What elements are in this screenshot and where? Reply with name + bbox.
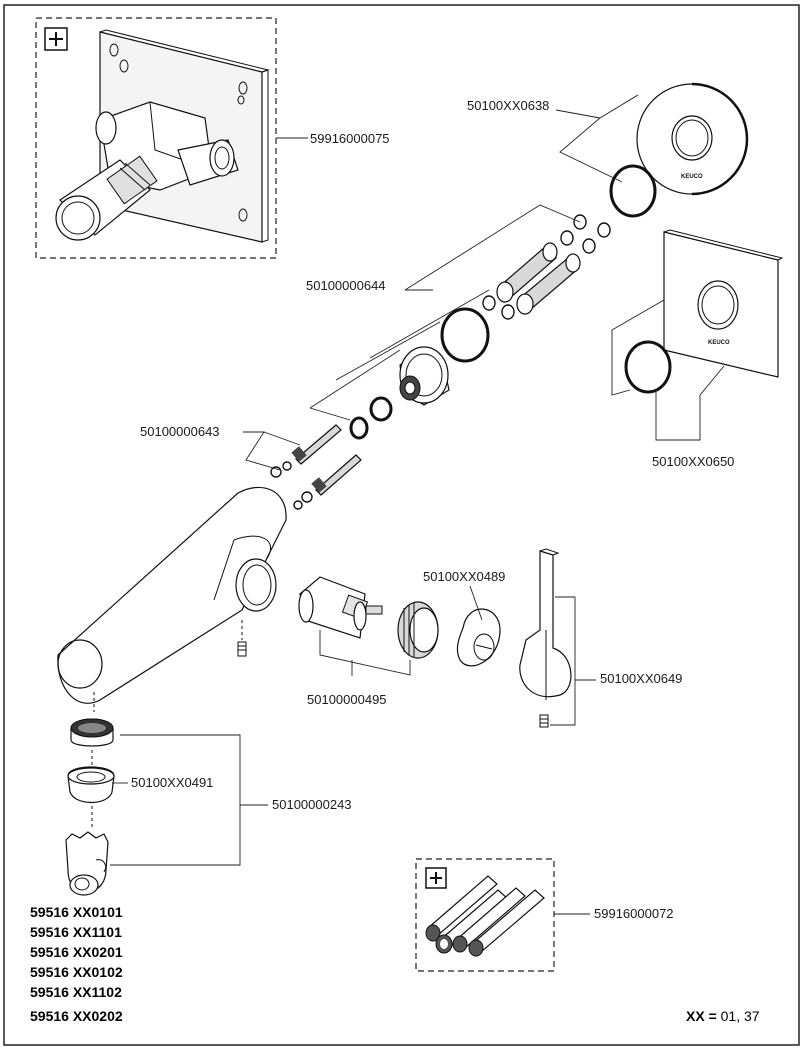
keuco-logo-text: KEUCO: [681, 174, 703, 180]
part-number-label: 50100XX0638: [467, 98, 549, 113]
cover-cap-group: 50100XX0489: [423, 569, 505, 667]
leader-line: [110, 734, 241, 866]
part-number-label: 50100000643: [140, 424, 220, 439]
model-number: 59516 XX0102: [30, 964, 123, 980]
spindle-set-group: 50100000643: [140, 424, 362, 510]
grub-screw: [237, 641, 247, 657]
aerator-set-group: 50100XX0491 50100000243: [65, 718, 352, 896]
plus-box-icon: [425, 867, 447, 889]
model-number: 59516 XX1102: [30, 984, 122, 1000]
model-number: 59516 XX0202: [30, 1008, 123, 1024]
leader-line: [559, 94, 639, 183]
model-number: 59516 XX0101: [30, 904, 123, 920]
rosette-square-group: KEUCO 50100XX0650: [611, 229, 784, 469]
o-ring: [609, 164, 657, 218]
part-number-label: 50100000495: [307, 692, 387, 707]
part-number-label: 50100XX0649: [600, 671, 682, 686]
leader-line: [319, 630, 411, 676]
page-frame: [3, 4, 800, 1046]
part-number-label: 50100XX0650: [652, 454, 734, 469]
part-number-label: 50100XX0489: [423, 569, 505, 584]
leader-line: [655, 365, 725, 441]
o-ring-large: [440, 307, 490, 363]
lever-handle: [519, 550, 572, 698]
extension-set-group: 59916000072: [415, 858, 674, 972]
cover-cap: [456, 608, 501, 667]
cartridge-group: 50100000495: [298, 576, 439, 707]
leader-line: [611, 330, 631, 396]
optional-box-frame: [415, 858, 555, 972]
part-number-label: 59916000075: [310, 131, 390, 146]
thermostat-cylinder-end: [55, 195, 101, 241]
leader-line: [550, 596, 576, 726]
mounting-box-group: 59916000075: [35, 17, 390, 259]
connection-set-group: 50100000644: [306, 204, 611, 440]
keuco-logo-text: KEUCO: [708, 340, 730, 346]
finish-code-note: XX = 01, 37: [686, 1008, 760, 1024]
leader-line: [469, 585, 483, 621]
spout-body-group: [57, 486, 287, 712]
leader-line: [243, 431, 281, 471]
lever-handle-group: 50100XX0649: [519, 548, 682, 728]
finish-code-values: 01, 37: [717, 1008, 760, 1024]
part-number-label: 50100XX0491: [131, 775, 213, 790]
grub-screw: [539, 714, 549, 728]
o-ring: [624, 340, 672, 394]
leader-line: [404, 204, 581, 291]
finish-code-key: XX =: [686, 1008, 717, 1024]
part-number-label: 50100000644: [306, 278, 386, 293]
part-number-label: 59916000072: [594, 906, 674, 921]
model-number-list: 59516 XX0101 59516 XX1101 59516 XX0201 5…: [30, 904, 123, 1024]
model-number: 59516 XX1101: [30, 924, 122, 940]
part-number-label: 50100000243: [272, 797, 352, 812]
model-number: 59516 XX0201: [30, 944, 123, 960]
rosette-round-group: KEUCO 50100XX0638: [467, 82, 749, 218]
plus-box-icon: [44, 27, 68, 51]
